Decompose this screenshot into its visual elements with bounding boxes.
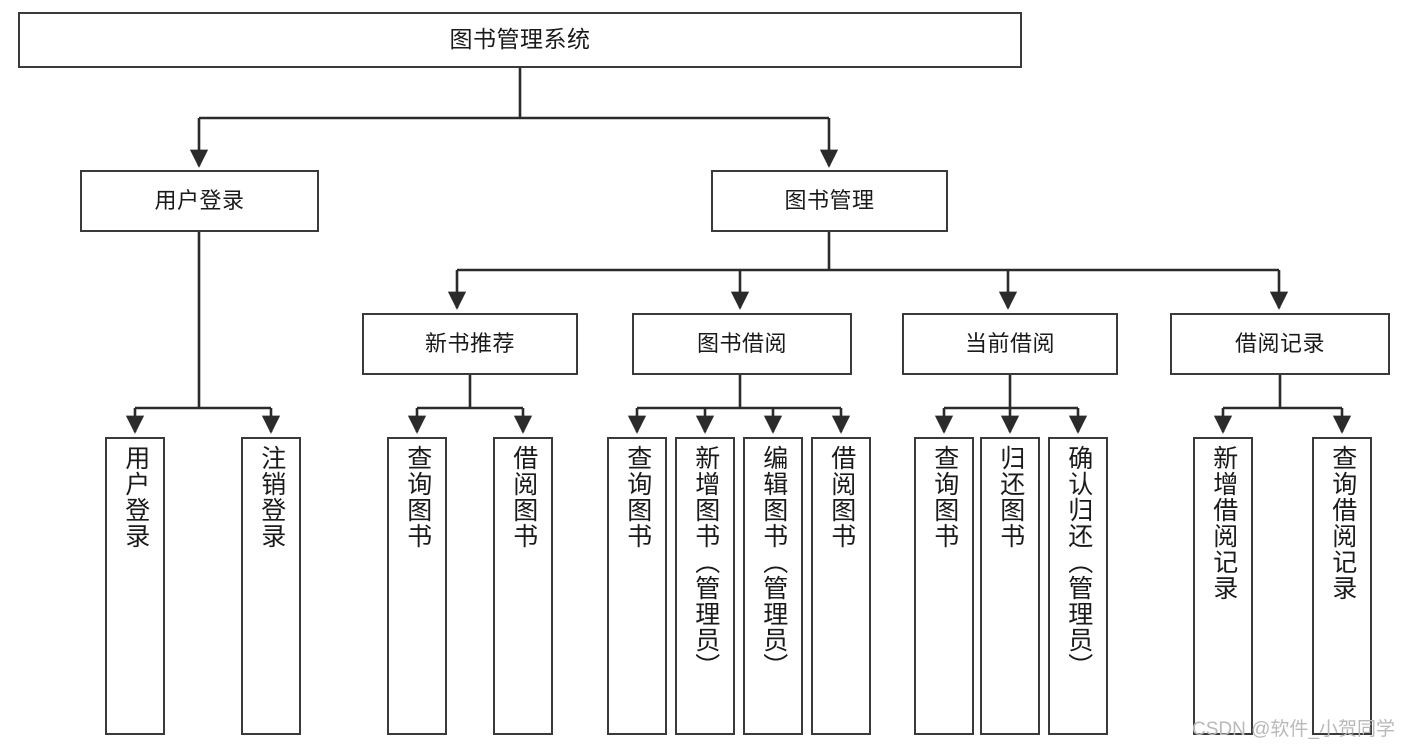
leaf-current-borrow-3[interactable]: 确认归还（管理员） — [1048, 437, 1108, 735]
node-root[interactable]: 图书管理系统 — [18, 12, 1022, 68]
leaf-borrow-record-2[interactable]: 查询借阅记录 — [1312, 437, 1372, 735]
leaf-current-borrow-1[interactable]: 查询图书 — [914, 437, 974, 735]
node-borrow-record[interactable]: 借阅记录 — [1170, 313, 1390, 375]
node-book-management-label: 图书管理 — [784, 188, 875, 214]
leaf-new-book-1[interactable]: 查询图书 — [387, 437, 447, 735]
node-user-login[interactable]: 用户登录 — [80, 170, 319, 232]
leaf-new-book-1-label: 查询图书 — [403, 445, 432, 549]
node-root-label: 图书管理系统 — [449, 26, 591, 53]
leaf-current-borrow-3-label: 确认归还（管理员） — [1064, 445, 1093, 679]
leaf-current-borrow-2-label: 归还图书 — [996, 445, 1025, 549]
leaf-user-login-2-label: 注销登录 — [257, 445, 286, 549]
leaf-current-borrow-1-label: 查询图书 — [930, 445, 959, 549]
leaf-book-borrow-2[interactable]: 新增图书（管理员） — [675, 437, 735, 735]
leaf-new-book-2-label: 借阅图书 — [509, 445, 538, 549]
leaf-user-login-1-label: 用户登录 — [121, 445, 150, 549]
leaf-borrow-record-1[interactable]: 新增借阅记录 — [1193, 437, 1253, 735]
node-book-management[interactable]: 图书管理 — [711, 170, 948, 232]
node-borrow-record-label: 借阅记录 — [1234, 331, 1325, 357]
leaf-borrow-record-2-label: 查询借阅记录 — [1328, 445, 1357, 601]
node-current-borrow-label: 当前借阅 — [964, 331, 1055, 357]
leaf-book-borrow-3-label: 编辑图书（管理员） — [759, 445, 788, 679]
leaf-borrow-record-1-label: 新增借阅记录 — [1209, 445, 1238, 601]
leaf-new-book-2[interactable]: 借阅图书 — [493, 437, 553, 735]
node-user-login-label: 用户登录 — [154, 188, 245, 214]
node-new-book-recommend[interactable]: 新书推荐 — [362, 313, 578, 375]
node-book-borrow-label: 图书借阅 — [696, 331, 787, 357]
leaf-book-borrow-3[interactable]: 编辑图书（管理员） — [743, 437, 803, 735]
leaf-book-borrow-4-label: 借阅图书 — [827, 445, 856, 549]
leaf-current-borrow-2[interactable]: 归还图书 — [980, 437, 1040, 735]
node-current-borrow[interactable]: 当前借阅 — [902, 313, 1118, 375]
leaf-book-borrow-4[interactable]: 借阅图书 — [811, 437, 871, 735]
leaf-book-borrow-2-label: 新增图书（管理员） — [691, 445, 720, 679]
leaf-book-borrow-1[interactable]: 查询图书 — [607, 437, 667, 735]
leaf-user-login-1[interactable]: 用户登录 — [105, 437, 165, 735]
node-new-book-recommend-label: 新书推荐 — [424, 331, 515, 357]
leaf-user-login-2[interactable]: 注销登录 — [241, 437, 301, 735]
node-book-borrow[interactable]: 图书借阅 — [632, 313, 852, 375]
leaf-book-borrow-1-label: 查询图书 — [623, 445, 652, 549]
